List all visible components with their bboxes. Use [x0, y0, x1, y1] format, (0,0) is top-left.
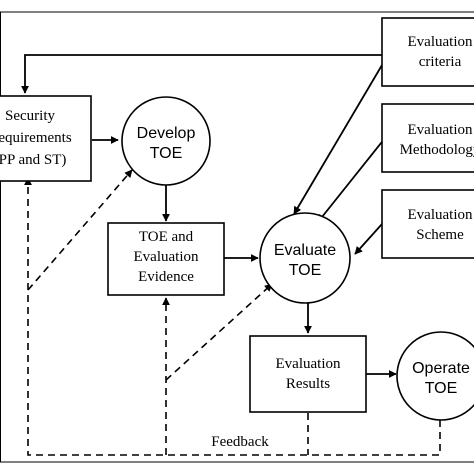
evaluation-scheme-line2: Scheme [416, 227, 464, 243]
evaluation-results-line2: Results [286, 376, 330, 392]
arrow-methodology-to-evaluate [317, 137, 386, 223]
operate-toe-line2: TOE [425, 380, 458, 397]
feedback-line [24, 177, 441, 456]
arrow-criteria-to-requirements [21, 54, 382, 94]
develop-toe-node: Develop TOE [121, 96, 211, 186]
outer-frame [0, 11, 474, 463]
arrow-scheme-to-evaluate [354, 223, 383, 255]
evaluation-methodology-line2: Methodology [400, 142, 474, 158]
dashed-arrow-to-develop [27, 169, 133, 291]
operate-toe-node: Operate TOE [396, 331, 474, 421]
toe-evidence-line3: Evidence [138, 269, 194, 285]
toe-evidence-line1: TOE and [139, 229, 194, 245]
arrow-criteria-to-evaluate [293, 59, 386, 215]
evaluate-toe-line1: Evaluate [274, 242, 336, 259]
operate-toe-line1: Operate [412, 360, 470, 377]
security-requirements-line2: Requirements [0, 130, 72, 146]
security-requirements-box: Security Requirements (PP and ST) [0, 95, 92, 182]
evaluation-scheme-line1: Evaluation [408, 207, 473, 223]
feedback-label: Feedback [211, 434, 269, 450]
evaluation-methodology-box: Evaluation Methodology [381, 103, 474, 173]
evaluation-criteria-line2: criteria [419, 54, 462, 70]
evaluation-criteria-line1: Evaluation [408, 34, 473, 50]
evaluation-criteria-box: Evaluation criteria [381, 17, 474, 87]
security-requirements-line3: (PP and ST) [0, 152, 66, 168]
evaluation-methodology-line1: Evaluation [408, 122, 473, 138]
security-requirements-line1: Security [5, 108, 55, 124]
evaluation-results-box: Evaluation Results [249, 335, 367, 413]
toe-evaluation-evidence-box: TOE and Evaluation Evidence [107, 222, 225, 296]
evaluation-scheme-box: Evaluation Scheme [381, 189, 474, 259]
evaluation-results-line1: Evaluation [276, 356, 341, 372]
develop-toe-line1: Develop [137, 125, 196, 142]
evaluate-toe-line2: TOE [289, 262, 322, 279]
toe-evidence-line2: Evaluation [134, 249, 199, 265]
develop-toe-line2: TOE [150, 145, 183, 162]
evaluate-toe-node: Evaluate TOE [259, 212, 351, 304]
